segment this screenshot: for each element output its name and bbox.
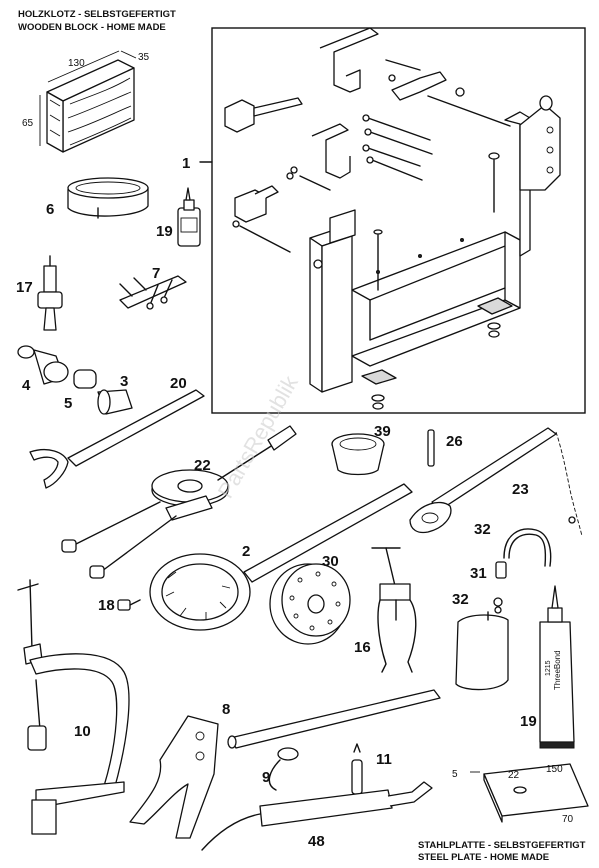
plate-width-label: 22 xyxy=(508,770,520,781)
plate-thickness-label: 5 xyxy=(452,769,458,780)
callout-5: 5 xyxy=(64,395,72,412)
spark-tester-11 xyxy=(351,743,363,795)
block-height-label: 65 xyxy=(22,118,34,129)
pin-26 xyxy=(427,429,435,467)
engine-stand-box xyxy=(211,27,586,414)
callout-20: 18 xyxy=(98,597,115,614)
socket-cup xyxy=(331,433,385,476)
callout-17: 20 xyxy=(170,375,187,392)
block-length-label: 130 xyxy=(68,58,85,69)
hose-31 xyxy=(503,528,552,567)
grease-gun xyxy=(201,781,433,851)
callout-32: 32 xyxy=(452,591,469,608)
steel-plate: 5 22 150 70 xyxy=(452,763,589,825)
block-width-label: 35 xyxy=(138,52,150,63)
engine-stand xyxy=(309,95,561,410)
footer-line-2: STEEL PLATE - HOME MADE xyxy=(418,852,549,863)
callout-16: 17 xyxy=(16,279,33,296)
header-line-1: HOLZKLOTZ - SELBSTGEFERTIGT xyxy=(18,9,176,20)
callout-22: 23 xyxy=(512,481,529,498)
valve-parts xyxy=(493,561,507,614)
glue-bottle xyxy=(177,187,201,247)
oil-container xyxy=(455,611,509,691)
callout-8: 8 xyxy=(222,701,230,718)
threebond-brand: ThreeBond xyxy=(553,650,562,690)
callout-26: 26 xyxy=(446,433,463,450)
callout-48: 48 xyxy=(308,833,325,850)
callout-39: 39 xyxy=(374,423,391,440)
callout-30: 31 xyxy=(470,565,487,582)
callout-31: 32 xyxy=(474,521,491,538)
chain-wrench xyxy=(409,427,583,537)
bearing-drift-set xyxy=(17,345,133,415)
flywheel-holder xyxy=(149,483,413,631)
gear-puller xyxy=(371,547,417,673)
stand-bolts xyxy=(232,59,465,253)
slide-hammer-puller xyxy=(37,255,63,331)
holding-bar xyxy=(119,275,187,310)
stand-brackets xyxy=(224,27,447,223)
callout-12: 19 xyxy=(156,223,173,240)
callout-11: 11 xyxy=(376,751,392,768)
callout-10: 10 xyxy=(74,723,91,740)
hook-tool-9 xyxy=(268,747,299,791)
split-ring xyxy=(67,177,149,219)
callout-19: 22 xyxy=(194,457,211,474)
callout-15: 16 xyxy=(354,639,371,656)
header-line-2: WOODEN BLOCK - HOME MADE xyxy=(18,22,166,33)
callout-2: 2 xyxy=(242,543,250,560)
callout-23: 30 xyxy=(322,553,339,570)
plate-length-label: 150 xyxy=(546,764,563,775)
footer-line-1: STAHLPLATTE - SELBSTGEFERTIGT xyxy=(418,840,586,851)
callout-7: 7 xyxy=(152,265,160,282)
callout-18: 19 xyxy=(520,713,537,730)
clutch-holder-fork xyxy=(29,389,205,489)
threebond-code: 1215 xyxy=(545,660,552,676)
plate-depth-label: 70 xyxy=(562,814,574,825)
flywheel xyxy=(269,563,351,645)
callout-3: 3 xyxy=(120,373,128,390)
sealant-tube: ThreeBond 1215 xyxy=(539,585,575,749)
valve-spring-compressor xyxy=(17,579,130,835)
callout-4: 4 xyxy=(22,377,31,394)
callout-6: 6 xyxy=(46,201,54,218)
wooden-block: 130 35 65 xyxy=(22,50,150,153)
bolt-20 xyxy=(117,599,141,611)
piston-pin-puller xyxy=(61,425,297,579)
callout-1: 1 xyxy=(182,155,190,172)
support-bracket xyxy=(129,689,441,839)
callout-9: 9 xyxy=(262,769,270,786)
